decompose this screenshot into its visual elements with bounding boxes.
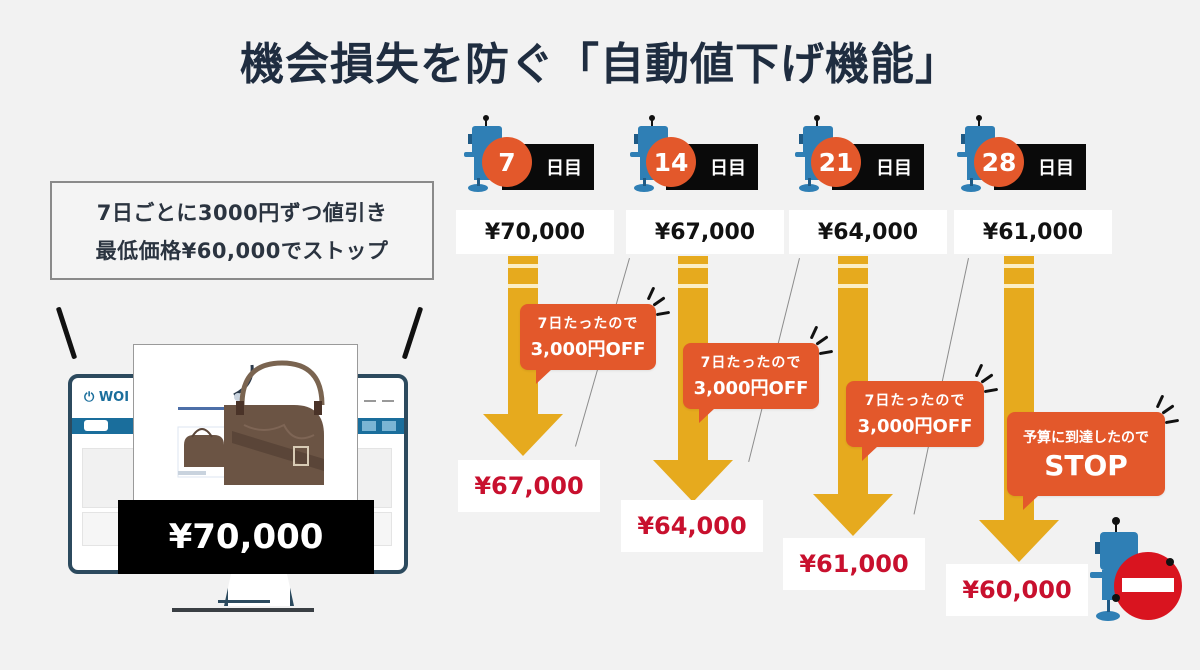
discount-bubble: 7日たったので 3,000円OFF <box>846 363 999 461</box>
nav-tile <box>382 421 396 431</box>
menu-dash <box>382 400 394 402</box>
handbag-icon <box>177 360 325 485</box>
page-title: 機会損失を防ぐ「自動値下げ機能」 <box>240 39 960 90</box>
day-badge: 7 <box>482 137 532 187</box>
rule-line-2: 最低価格¥60,000でストップ <box>95 238 389 263</box>
day-badge: 21 <box>811 137 861 187</box>
down-arrow-icon <box>483 414 563 456</box>
start-price: ¥70,000 <box>456 210 614 254</box>
day-badge: 14 <box>646 137 696 187</box>
start-price: ¥64,000 <box>789 210 947 254</box>
down-arrow-icon <box>979 520 1059 562</box>
start-price: ¥67,000 <box>626 210 784 254</box>
monitor-stand-line <box>218 600 270 603</box>
end-price: ¥61,000 <box>783 538 925 590</box>
rule-line-1: 7日ごとに3000円ずつ値引き <box>96 200 388 225</box>
spark-line-right <box>401 306 424 360</box>
stop-bubble: 予算に到達したので STOP <box>1007 394 1180 510</box>
discount-bubble: 7日たったので 3,000円OFF <box>683 325 834 423</box>
store-logo: ⏻ WOI <box>84 390 130 405</box>
down-arrow-icon <box>813 494 893 536</box>
nav-tile <box>362 421 376 431</box>
product-image-card <box>133 344 358 514</box>
down-arrow-icon <box>653 460 733 502</box>
power-icon: ⏻ <box>84 390 99 405</box>
nav-button <box>84 420 108 431</box>
robot-stop-icon <box>1090 517 1182 621</box>
discount-bubble: 7日たったので 3,000円OFF <box>520 286 671 384</box>
end-price: ¥67,000 <box>458 460 600 512</box>
spark-line-left <box>55 306 78 360</box>
rule-description-box: 7日ごとに3000円ずつ値引き 最低価格¥60,000でストップ <box>50 181 434 280</box>
menu-dash <box>364 400 376 402</box>
monitor-base <box>172 608 314 612</box>
end-price: ¥64,000 <box>621 500 763 552</box>
final-price: ¥60,000 <box>946 564 1088 616</box>
no-entry-icon <box>1112 552 1182 620</box>
day-badge: 28 <box>974 137 1024 187</box>
current-price-banner: ¥70,000 <box>118 500 374 574</box>
start-price: ¥61,000 <box>954 210 1112 254</box>
